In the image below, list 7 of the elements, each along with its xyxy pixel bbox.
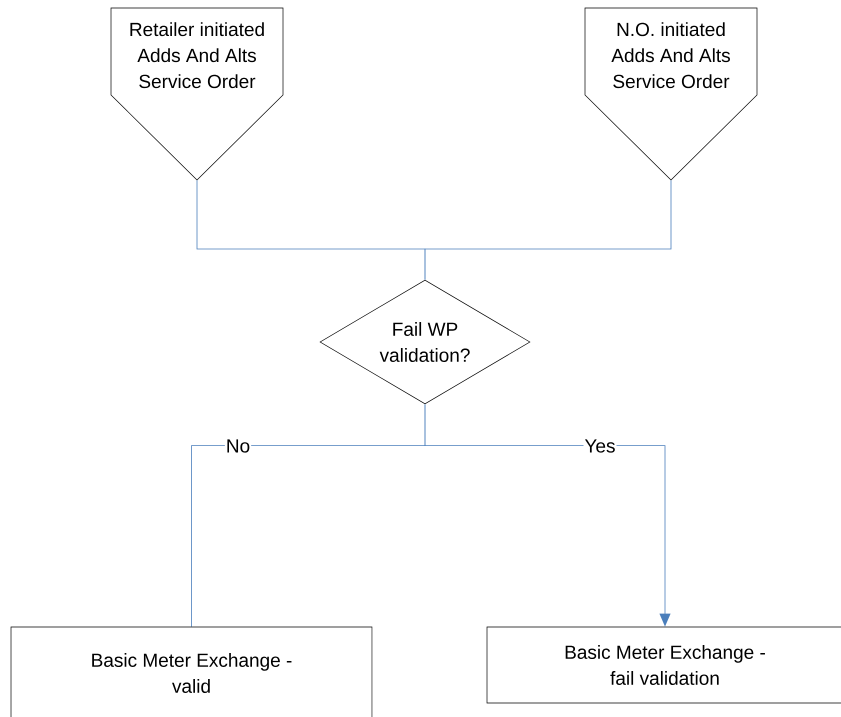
process-box: Basic Meter Exchange - fail validation <box>486 626 841 704</box>
edge-label: Yes <box>584 438 616 454</box>
connector <box>424 180 672 280</box>
off-page-connector: N.O. initiated Adds And Alts Service Order <box>584 8 758 180</box>
process-box: Basic Meter Exchange - valid <box>10 626 372 717</box>
off-page-connector: Retailer initiated Adds And Alts Service Order <box>110 8 284 180</box>
edge-label: No <box>224 438 252 454</box>
